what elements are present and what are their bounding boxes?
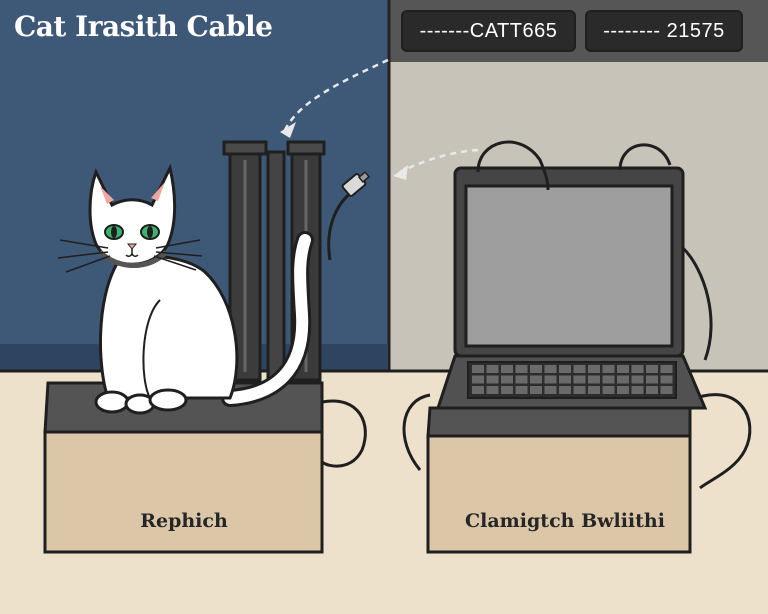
keyboard-key	[559, 365, 571, 373]
keyboard-key	[515, 386, 528, 394]
keyboard-key	[559, 375, 571, 384]
keyboard-key	[544, 375, 557, 384]
keyboard-key	[501, 386, 513, 394]
right-box	[402, 393, 752, 554]
keyboard-key	[588, 375, 600, 384]
keyboard-key	[660, 375, 673, 384]
page-title: Cat Irasith Cable	[14, 10, 273, 43]
keyboard-key	[617, 386, 629, 394]
keyboard-key	[530, 386, 542, 394]
cable-icon	[327, 171, 371, 261]
keyboard-key	[486, 386, 499, 394]
keyboard-key	[602, 386, 615, 394]
keyboard-key	[530, 375, 542, 384]
keyboard-key	[472, 375, 484, 384]
keyboard-key	[588, 365, 600, 373]
keyboard-key	[573, 375, 586, 384]
keyboard-key	[530, 365, 542, 373]
cable-label-tag: -------CATT665	[401, 10, 576, 52]
keyboard-key	[602, 365, 615, 373]
keyboard-key	[646, 375, 658, 384]
keyboard-keys	[472, 365, 673, 394]
keyboard-key	[472, 365, 484, 373]
keyboard-key	[515, 375, 528, 384]
keyboard-key	[501, 365, 513, 373]
laptop-icon	[435, 140, 713, 410]
keyboard-key	[486, 365, 499, 373]
cat-illustration	[57, 163, 314, 415]
speed-label-tag: -------- 21575	[585, 10, 743, 52]
keyboard-key	[544, 365, 557, 373]
keyboard-key	[472, 386, 484, 394]
keyboard-key	[573, 365, 586, 373]
keyboard-key	[559, 386, 571, 394]
keyboard-key	[631, 386, 644, 394]
keyboard-key	[646, 365, 658, 373]
keyboard-key	[544, 386, 557, 394]
keyboard-key	[646, 386, 658, 394]
keyboard-key	[486, 375, 499, 384]
keyboard-key	[617, 375, 629, 384]
keyboard-key	[501, 375, 513, 384]
keyboard-key	[660, 365, 673, 373]
keyboard-key	[631, 365, 644, 373]
keyboard-key	[631, 375, 644, 384]
right-box-label: Clamigtch Bwliithi	[465, 510, 665, 532]
arrow-icon	[280, 58, 479, 180]
keyboard-key	[573, 386, 586, 394]
left-box-label: Rephich	[140, 510, 228, 532]
keyboard-key	[660, 386, 673, 394]
keyboard-key	[617, 365, 629, 373]
keyboard-key	[515, 365, 528, 373]
keyboard-key	[588, 386, 600, 394]
keyboard-key	[602, 375, 615, 384]
